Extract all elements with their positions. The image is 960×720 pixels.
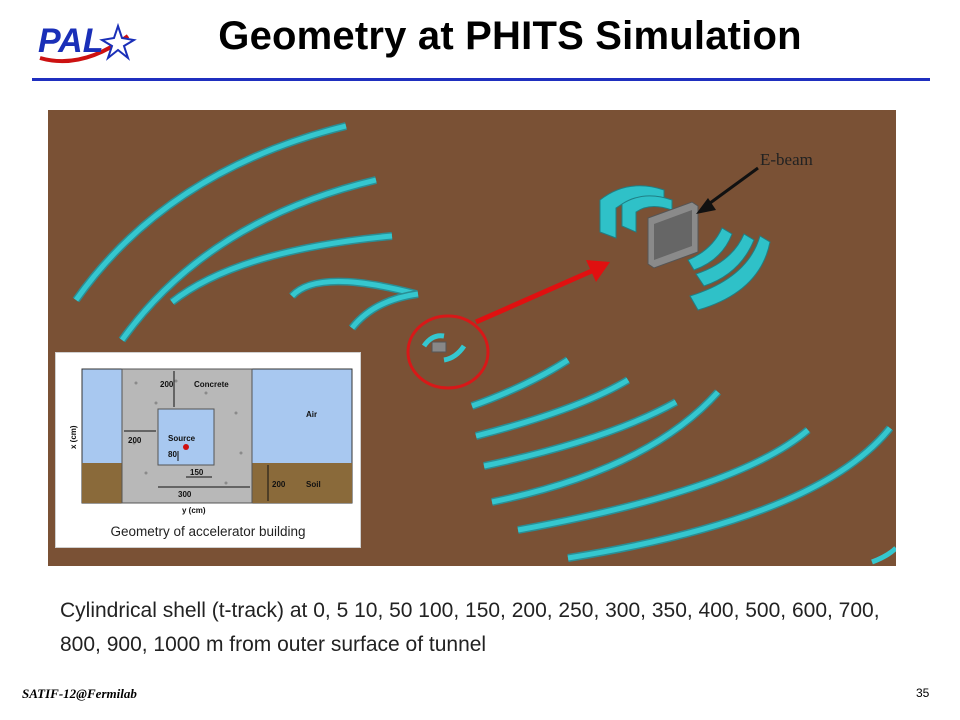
logo-text: PAL — [38, 22, 103, 60]
soil-label: Soil — [306, 480, 321, 489]
outer-dim-label: 300 — [178, 490, 192, 499]
enlarged-geometry — [599, 185, 771, 311]
source-dot — [183, 444, 189, 450]
highlight-circle — [406, 314, 490, 390]
zoom-arrowhead — [586, 260, 610, 282]
star-icon — [99, 22, 137, 61]
source-dim-label: 80 — [168, 450, 177, 459]
description-text: Cylindrical shell (t-track) at 0, 5 10, … — [60, 599, 880, 656]
inset-caption: Geometry of accelerator building — [110, 524, 306, 539]
soil-dim-label: 200 — [272, 480, 286, 489]
geometry-inset: 200 Concrete Air 200 Source 80 150 300 2… — [55, 352, 361, 548]
central-geometry — [421, 333, 467, 363]
ebeam-arrowhead — [696, 198, 716, 214]
pal-logo: PAL — [32, 18, 142, 70]
left-dim-label: 200 — [128, 436, 142, 445]
page-number: 35 — [916, 686, 930, 700]
upper-shells — [72, 122, 419, 343]
ebeam-label: E-beam — [760, 150, 813, 169]
title-divider — [32, 78, 930, 81]
top-dim-label: 200 — [160, 380, 174, 389]
lower-shells — [470, 356, 898, 565]
concrete-label: Concrete — [194, 380, 229, 389]
air-label: Air — [306, 410, 317, 419]
x-axis-label: x (cm) — [69, 425, 78, 449]
page-title: Geometry at PHITS Simulation — [218, 14, 802, 58]
inner-dim-label: 150 — [190, 468, 204, 477]
conference-footer: SATIF-12@Fermilab — [22, 686, 137, 701]
source-label: Source — [168, 434, 196, 443]
ebeam-arrow — [705, 166, 759, 208]
zoom-arrow — [474, 267, 596, 325]
y-axis-label: y (cm) — [182, 506, 206, 515]
